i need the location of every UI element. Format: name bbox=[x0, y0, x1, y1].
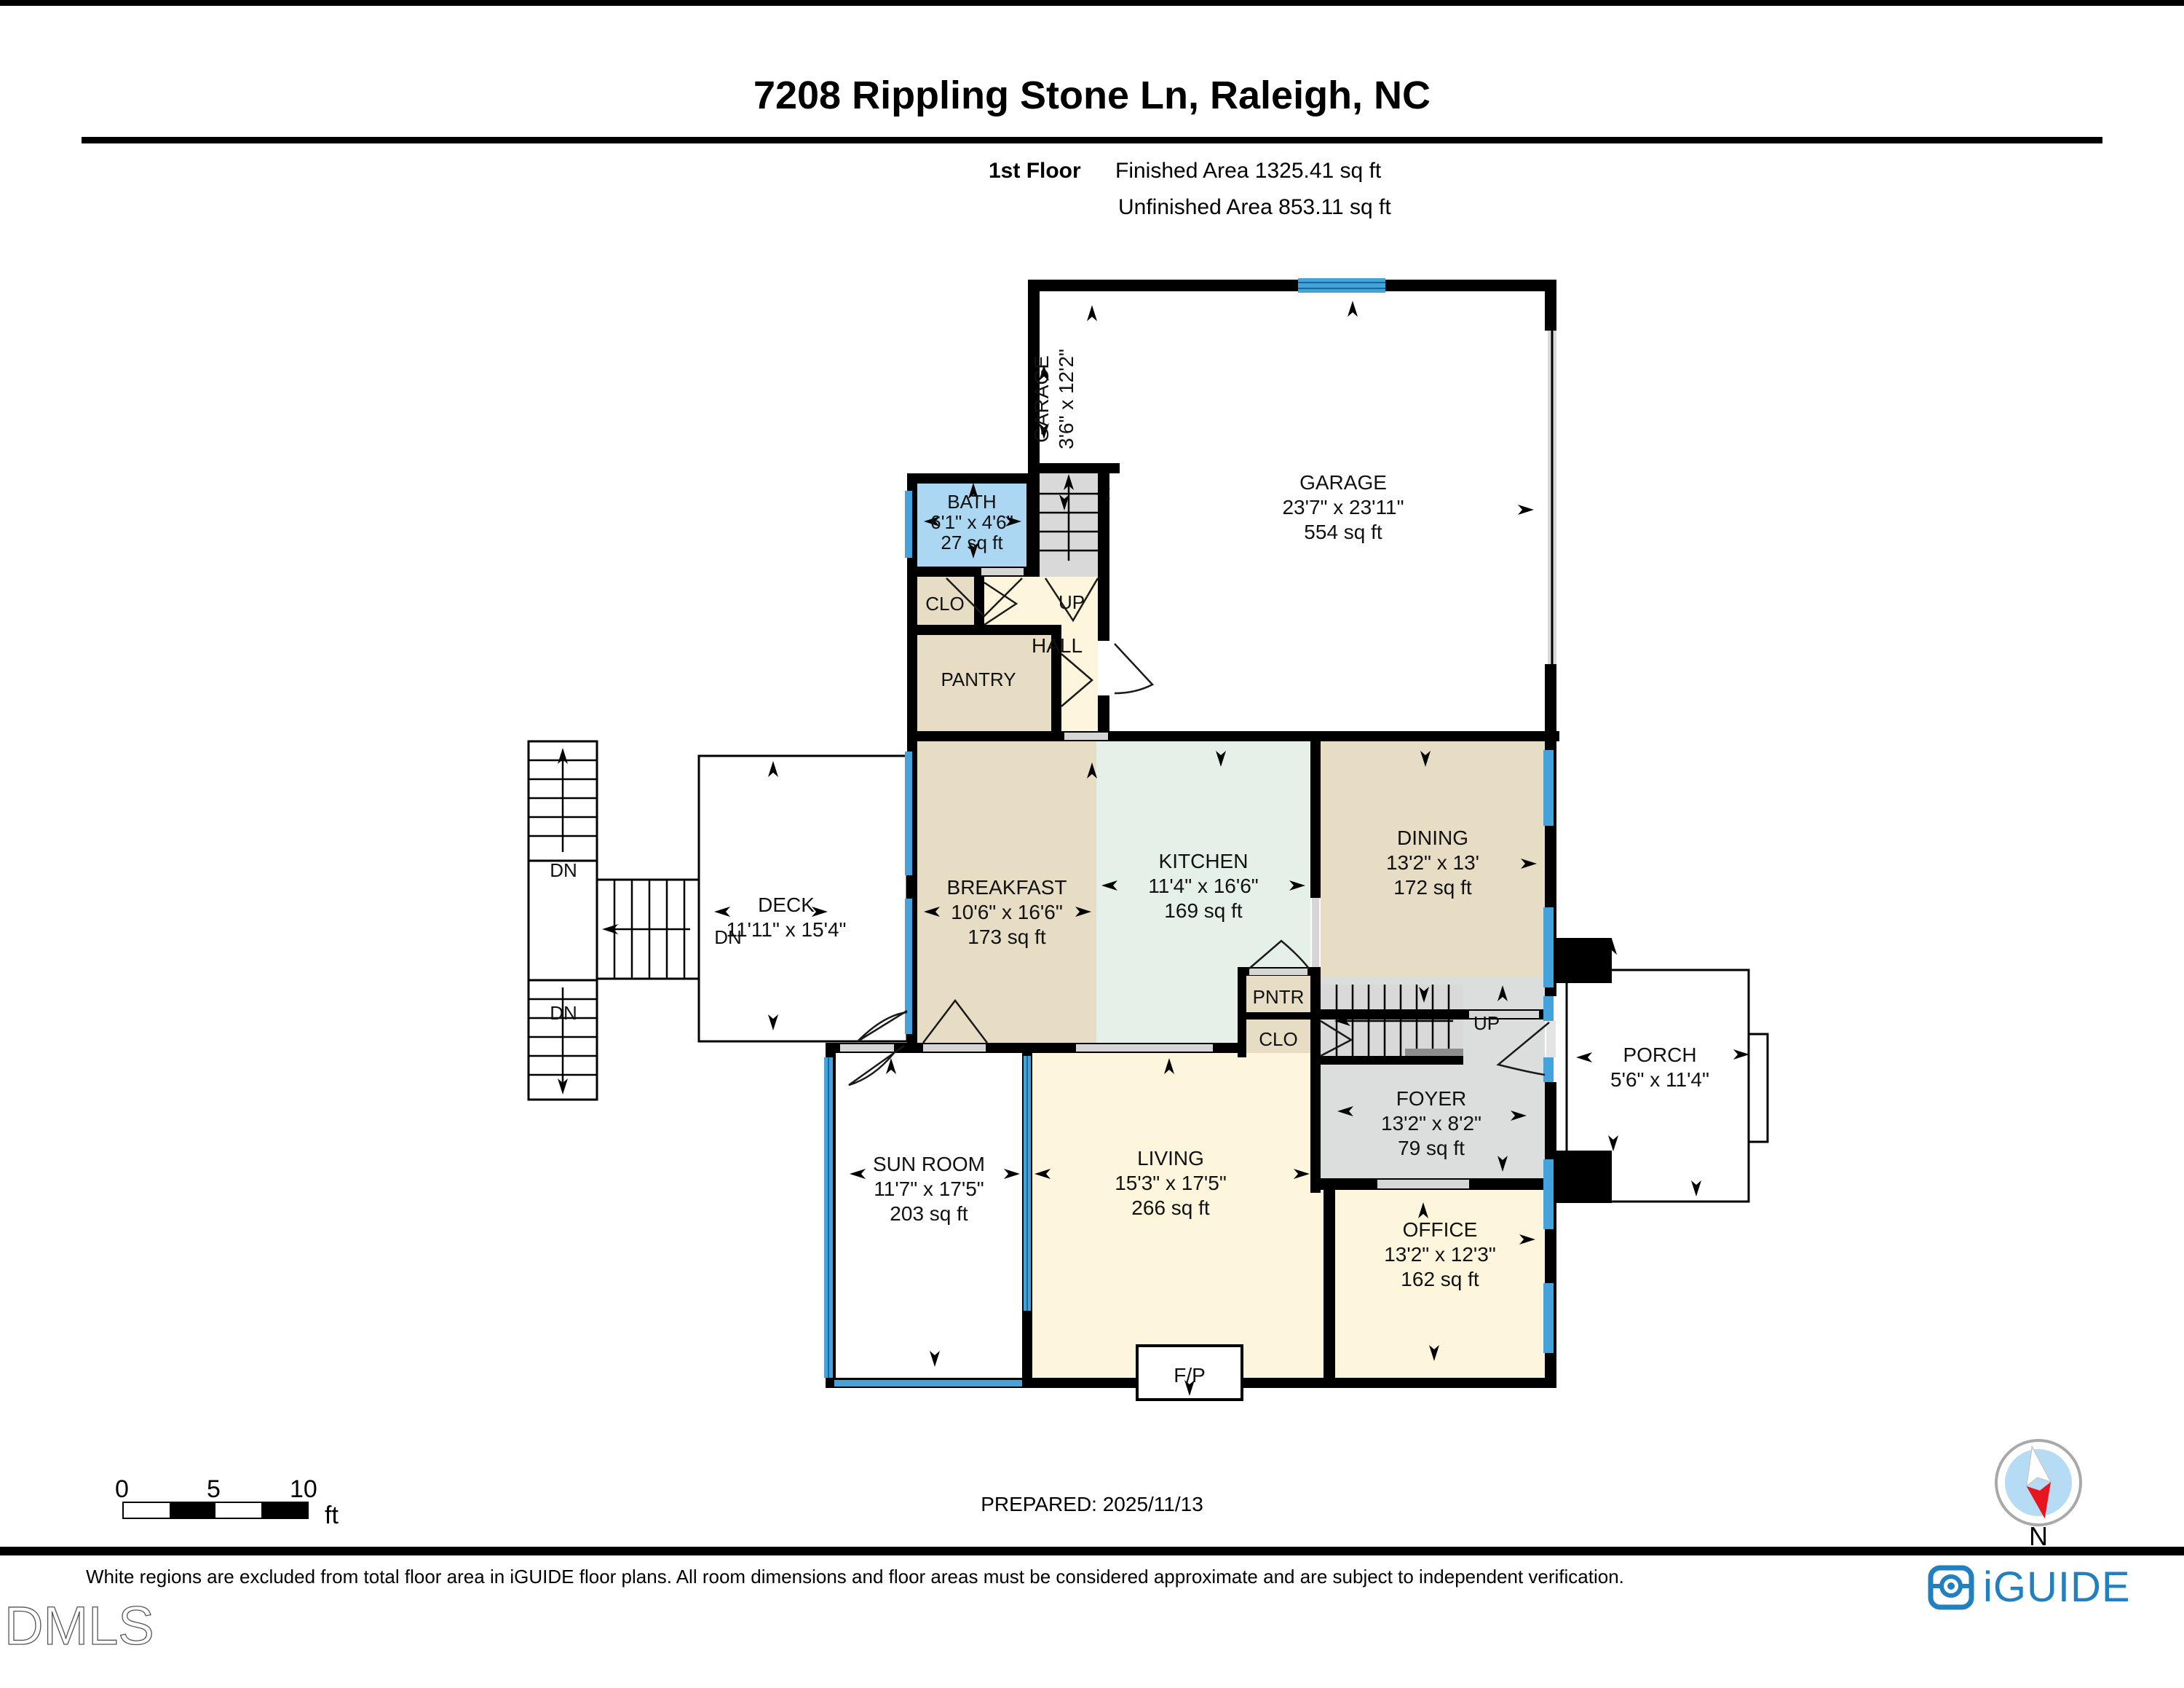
room-breakfast: BREAKFAST 10'6" x 16'6" 173 sq ft bbox=[947, 876, 1067, 948]
scale-bar bbox=[122, 1502, 309, 1519]
room-dims: 15'3" x 17'5" bbox=[1115, 1172, 1227, 1194]
room-label: GARAGE bbox=[1030, 355, 1053, 443]
iguide-logo: iGUIDE bbox=[1928, 1563, 2131, 1612]
stairs-dn-label-3: DN bbox=[714, 926, 742, 948]
unfinished-area-label: Unfinished Area 853.11 sq ft bbox=[1118, 195, 1391, 219]
room-area: 79 sq ft bbox=[1398, 1137, 1465, 1159]
room-bath: BATH 6'1" x 4'6" 27 sq ft bbox=[930, 491, 1013, 553]
door-swings bbox=[848, 577, 1550, 1086]
room-pantry: PANTRY bbox=[941, 669, 1016, 690]
room-label: DINING bbox=[1397, 827, 1468, 849]
stairs-dn-label-1: DN bbox=[550, 859, 577, 881]
hall-up-label: UP bbox=[1059, 591, 1085, 613]
room-dims: 13'2" x 8'2" bbox=[1381, 1112, 1481, 1135]
page-title: 7208 Rippling Stone Ln, Raleigh, NC bbox=[753, 74, 1431, 117]
finished-area-label: Finished Area 1325.41 sq ft bbox=[1115, 159, 1382, 183]
header-divider bbox=[82, 137, 2102, 143]
room-porch: PORCH 5'6" x 11'4" bbox=[1610, 1044, 1709, 1091]
room-fills bbox=[836, 473, 1545, 1378]
room-label: DECK bbox=[758, 894, 815, 916]
top-border bbox=[0, 0, 2184, 6]
room-living: LIVING 15'3" x 17'5" 266 sq ft bbox=[1115, 1147, 1227, 1219]
brand-name: iGUIDE bbox=[1983, 1563, 2131, 1611]
room-dims: 5'6" x 11'4" bbox=[1610, 1068, 1709, 1091]
fireplace bbox=[1136, 1344, 1243, 1401]
room-dims: 6'1" x 4'6" bbox=[930, 511, 1013, 533]
room-dims: 13'2" x 13' bbox=[1386, 851, 1479, 874]
fireplace-label: F/P bbox=[1174, 1364, 1206, 1387]
room-label: SUN ROOM bbox=[873, 1153, 985, 1175]
room-area: 266 sq ft bbox=[1131, 1196, 1210, 1219]
room-dims: 3'6" x 12'2" bbox=[1055, 349, 1077, 449]
room-dining: DINING 13'2" x 13' 172 sq ft bbox=[1386, 827, 1479, 899]
deck-structure bbox=[527, 740, 909, 1101]
room-area: 172 sq ft bbox=[1393, 876, 1472, 899]
room-label: GARAGE bbox=[1299, 471, 1387, 494]
disclaimer-text: White regions are excluded from total fl… bbox=[86, 1566, 1624, 1588]
room-label: FOYER bbox=[1396, 1087, 1466, 1110]
room-dims: 11'7" x 17'5" bbox=[874, 1178, 984, 1200]
room-dims: 10'6" x 16'6" bbox=[951, 901, 1063, 923]
foyer-up-label: UP bbox=[1473, 1012, 1500, 1034]
room-label: PORCH bbox=[1623, 1044, 1696, 1066]
camera-icon bbox=[1928, 1565, 1974, 1609]
room-label: BREAKFAST bbox=[947, 876, 1067, 899]
room-area: 173 sq ft bbox=[968, 926, 1046, 948]
footer-divider bbox=[0, 1547, 2184, 1555]
door-openings bbox=[840, 568, 1556, 1188]
watermark: DMLS bbox=[4, 1595, 154, 1656]
floor-label: 1st Floor bbox=[989, 159, 1081, 183]
scale-tick-10: 10 bbox=[290, 1475, 317, 1503]
room-sun-room: SUN ROOM 11'7" x 17'5" 203 sq ft bbox=[873, 1153, 985, 1225]
scale-unit: ft bbox=[325, 1502, 339, 1529]
scale-tick-0: 0 bbox=[115, 1475, 129, 1503]
stairs-dn-label-2: DN bbox=[550, 1002, 577, 1024]
compass-north-label: N bbox=[2029, 1521, 2048, 1550]
room-deck: DECK 11'11" x 15'4" bbox=[727, 894, 847, 941]
room-area: 203 sq ft bbox=[890, 1202, 968, 1225]
room-area: 162 sq ft bbox=[1401, 1268, 1479, 1290]
room-dims: 23'7" x 23'11" bbox=[1282, 496, 1404, 518]
room-closet-hall: CLO bbox=[925, 593, 964, 615]
compass-icon: N bbox=[1995, 1439, 2082, 1550]
room-area: 554 sq ft bbox=[1304, 521, 1382, 543]
room-label: KITCHEN bbox=[1159, 850, 1249, 872]
room-area: 169 sq ft bbox=[1164, 899, 1243, 922]
garage-door bbox=[1548, 331, 1556, 664]
watermark-text: DMLS bbox=[4, 1596, 154, 1656]
windows bbox=[824, 278, 1554, 1387]
room-foyer: FOYER 13'2" x 8'2" 79 sq ft bbox=[1381, 1087, 1481, 1159]
room-dims: 11'4" x 16'6" bbox=[1148, 875, 1258, 897]
room-label: BATH bbox=[947, 491, 996, 513]
room-area: 27 sq ft bbox=[941, 532, 1003, 553]
room-label: LIVING bbox=[1137, 1147, 1204, 1170]
room-label: OFFICE bbox=[1403, 1218, 1478, 1241]
room-office: OFFICE 13'2" x 12'3" 162 sq ft bbox=[1384, 1218, 1496, 1290]
room-pntr: PNTR bbox=[1253, 986, 1305, 1008]
room-garage-strip: GARAGE 3'6" x 12'2" bbox=[1030, 349, 1077, 449]
room-closet-foyer: CLO bbox=[1259, 1028, 1297, 1050]
room-garage: GARAGE 23'7" x 23'11" 554 sq ft bbox=[1282, 471, 1404, 543]
room-dims: 13'2" x 12'3" bbox=[1384, 1243, 1496, 1266]
room-dims: 11'11" x 15'4" bbox=[727, 918, 847, 941]
scale-tick-5: 5 bbox=[207, 1475, 221, 1503]
prepared-date: PREPARED: 2025/11/13 bbox=[981, 1493, 1203, 1515]
room-kitchen: KITCHEN 11'4" x 16'6" 169 sq ft bbox=[1148, 850, 1258, 922]
room-hall: HALL bbox=[1032, 634, 1083, 657]
